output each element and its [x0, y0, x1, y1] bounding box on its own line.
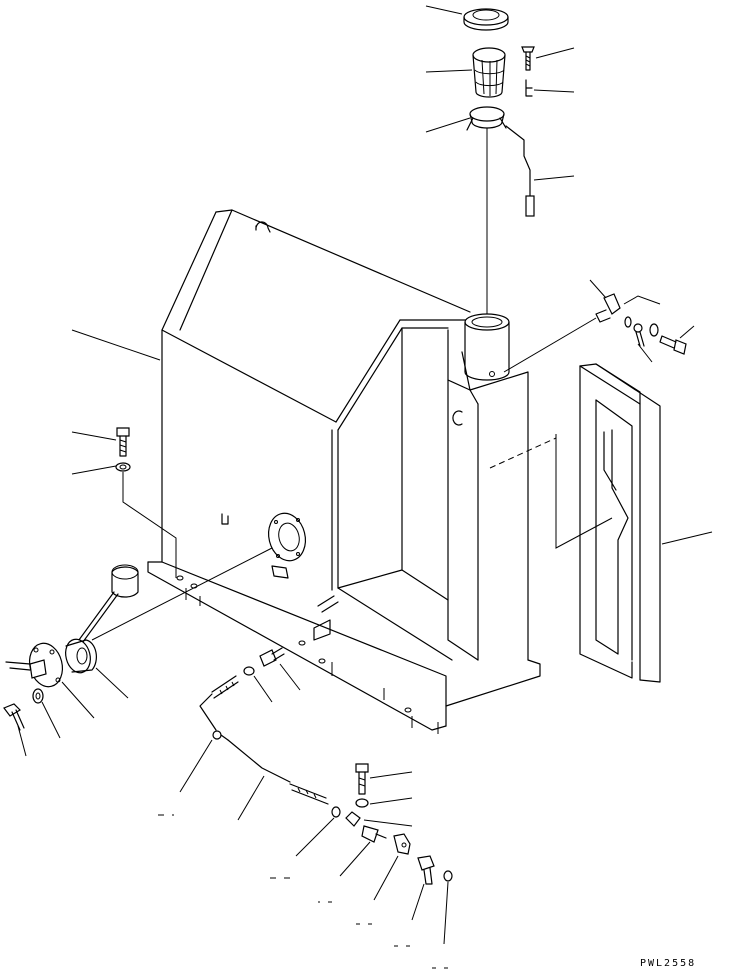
bolt-center-line — [122, 472, 177, 578]
hose-lower — [227, 739, 329, 805]
drawing-code: PWL2558 — [640, 958, 697, 969]
hose-clamp — [212, 730, 229, 741]
fitting-center-line — [503, 317, 597, 373]
cover-center-line — [489, 437, 557, 469]
bracket-group-line — [623, 295, 661, 305]
filler-ring-bracket — [466, 106, 507, 131]
end-cap — [443, 870, 453, 882]
hose-end-nut — [331, 806, 341, 818]
gauge-mount-flange — [267, 512, 307, 562]
leader-ticks — [158, 814, 448, 969]
side-cover — [579, 363, 661, 683]
right-washer — [649, 323, 659, 337]
drain-washer — [243, 666, 255, 676]
clamp-bracket — [393, 833, 411, 855]
hose-upper — [199, 675, 239, 731]
tee-fitting — [417, 855, 435, 885]
gauge-washer — [32, 688, 44, 704]
filler-cap — [463, 8, 509, 31]
cover-center-line-2 — [555, 434, 613, 549]
clip — [525, 79, 533, 97]
lower-washer — [355, 798, 369, 808]
tank-bolt — [116, 427, 130, 457]
screw — [521, 46, 535, 71]
drain-fitting — [313, 595, 339, 641]
tank-washer — [115, 462, 131, 472]
fuel-tank — [147, 209, 541, 734]
gauge-bolt — [3, 703, 25, 731]
small-washer — [624, 316, 632, 328]
lifting-eye — [452, 410, 463, 426]
connector — [361, 825, 387, 843]
chain-strap — [505, 125, 535, 217]
gauge-sender-plate — [5, 642, 64, 688]
filler-strainer — [472, 47, 506, 98]
float-gauge — [65, 564, 139, 674]
elbow-fitting — [595, 293, 621, 323]
hose-elbow — [345, 811, 361, 827]
lifting-eye — [255, 221, 271, 233]
drain-nipple — [259, 647, 285, 667]
lower-bolt — [355, 763, 369, 795]
right-bolt — [659, 335, 687, 355]
leader-lines — [17, 5, 713, 945]
banjo-bolt — [633, 323, 645, 347]
gauge-center-line — [91, 547, 273, 641]
